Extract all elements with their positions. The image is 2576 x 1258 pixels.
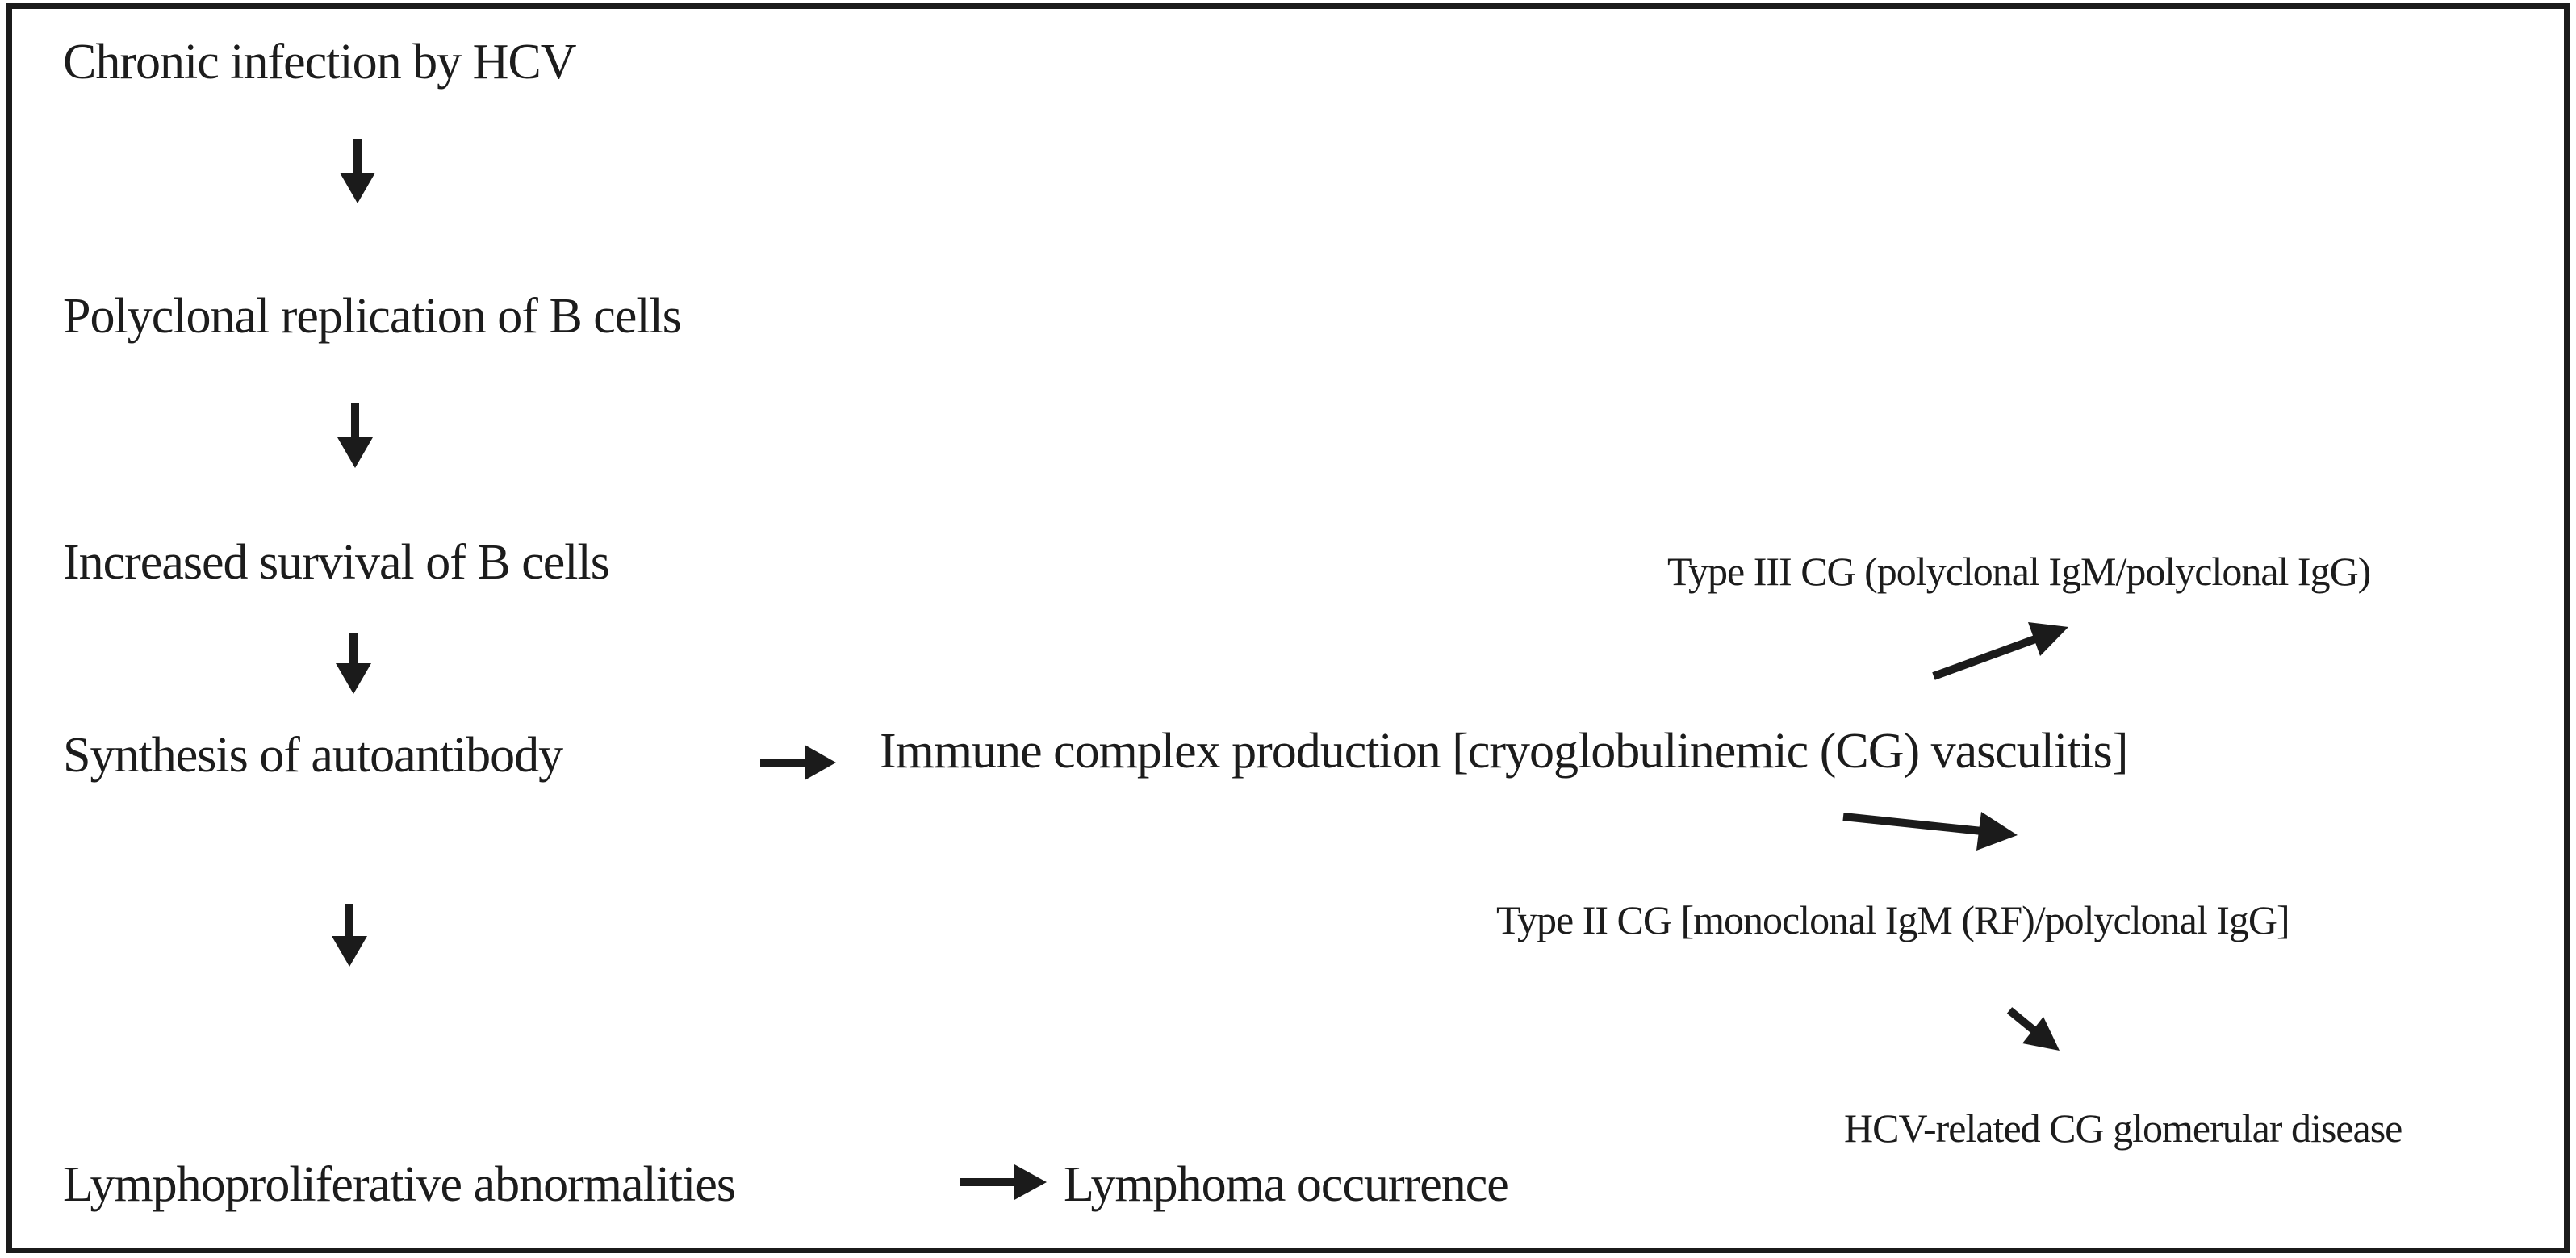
- down-arrow-survival-to-synthesis: [336, 633, 371, 694]
- node-polyclonal-replication: Polyclonal replication of B cells: [63, 289, 682, 344]
- down-arrow-chronic-to-polyclonal: [340, 139, 375, 203]
- node-lymphoproliferative-abnormalities: Lymphoproliferative abnormalities: [63, 1157, 736, 1212]
- down-arrow-synthesis-to-lymphoproliferative: [332, 904, 367, 967]
- node-hcv-glomerular-disease: HCV-related CG glomerular disease: [1844, 1105, 2402, 1151]
- up-right-arrow-immune-complex-to-type3: [1932, 622, 2068, 680]
- node-lymphoma-occurrence: Lymphoma occurrence: [1064, 1157, 1509, 1212]
- node-immune-complex-production: Immune complex production [cryoglobuline…: [880, 724, 2128, 779]
- down-right-arrow-immune-complex-to-type2: [1842, 812, 2018, 851]
- node-type2-cg: Type II CG [monoclonal IgM (RF)/polyclon…: [1496, 897, 2290, 942]
- down-right-arrow-type2-to-glomerular: [2006, 1007, 2060, 1051]
- right-arrow-synthesis-to-immune-complex: [760, 745, 836, 780]
- node-synthesis-autoantibody: Synthesis of autoantibody: [63, 728, 563, 783]
- right-arrow-lymphoproliferative-to-lymphoma: [960, 1164, 1047, 1200]
- node-increased-survival: Increased survival of B cells: [63, 535, 610, 590]
- node-chronic-infection: Chronic infection by HCV: [63, 35, 577, 90]
- node-type3-cg: Type III CG (polyclonal IgM/polyclonal I…: [1667, 549, 2371, 594]
- down-arrow-polyclonal-to-survival: [337, 403, 373, 468]
